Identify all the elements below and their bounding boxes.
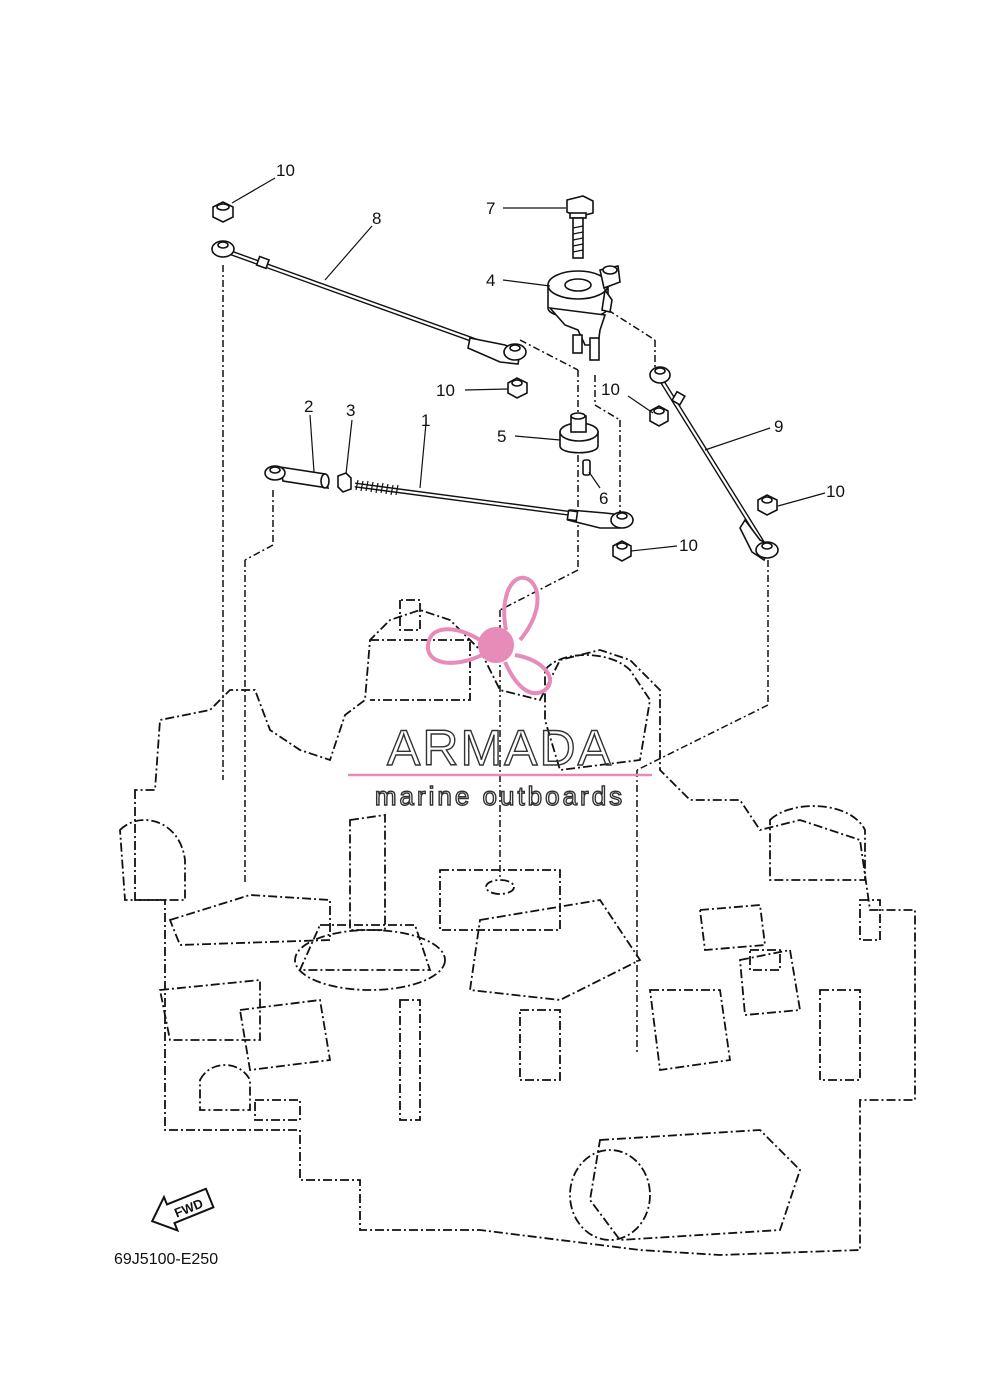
forward-direction-arrow-icon: FWD [150,1187,215,1233]
engine-block-outline [119,599,916,1256]
propeller-logo-icon [425,575,552,696]
thread-marks [355,479,399,496]
callout-label: 8 [372,209,381,228]
watermark: ARMADA marine outboards [348,575,652,812]
link-rod-9 [649,366,779,562]
ball-joint-2 [264,465,330,489]
drawing-code: 69J5100-E250 [114,1251,218,1268]
callout-label: 5 [497,427,506,446]
bracket-lever-4 [547,265,621,361]
watermark-brand: ARMADA [387,720,613,776]
callout-label: 9 [774,417,783,436]
callout-label: 10 [601,380,620,399]
bolt-7 [566,195,594,259]
pin-6 [582,459,591,476]
callout-label: 1 [421,411,430,430]
callout-leaders [231,177,826,552]
nut-3 [337,472,352,493]
callout-label: 6 [599,489,608,508]
callout-label: 10 [276,161,295,180]
collar-5 [559,412,599,454]
nut-10-right-upper [649,405,669,427]
link-rod-1 [354,479,634,529]
callout-label: 2 [304,397,313,416]
watermark-tagline: marine outboards [375,781,625,811]
callout-label: 7 [486,199,495,218]
nut-10-lower-middle [612,540,632,562]
callout-numbers: 10 8 7 4 10 10 9 2 3 1 5 6 10 10 [276,161,845,555]
nut-10-upper-left [212,201,234,223]
nut-10-mid-left [507,377,528,399]
callout-label: 10 [679,536,698,555]
link-rod-8 [211,240,527,365]
callout-label: 10 [436,381,455,400]
nut-10-right-lower [757,494,778,516]
callout-label: 10 [826,482,845,501]
callout-label: 4 [486,271,495,290]
callout-label: 3 [346,401,355,420]
